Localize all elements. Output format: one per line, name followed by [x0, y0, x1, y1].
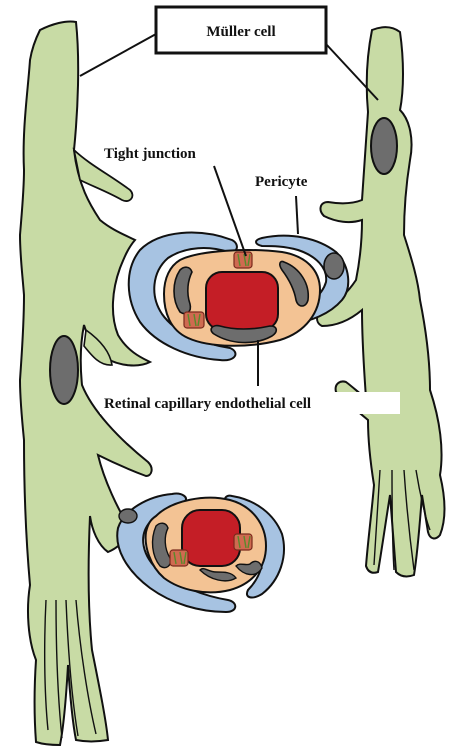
muller-cell-left-nucleus — [50, 336, 78, 404]
pericyte-leader — [296, 196, 298, 234]
tight-junction-label: Tight junction — [104, 146, 196, 162]
muller-cell-label: Müller cell — [206, 24, 275, 40]
capillary-lumen-lower — [182, 510, 240, 566]
pericyte-label: Pericyte — [255, 174, 308, 190]
capillary-upper — [129, 233, 349, 361]
tight-junction-lower-2 — [170, 550, 188, 566]
capillary-lumen-upper — [206, 272, 278, 330]
muller-leader-left — [80, 34, 156, 76]
muller-cell-right-nucleus — [371, 118, 397, 174]
pericyte-lower-nucleus — [119, 509, 137, 523]
tight-junction-upper-2 — [184, 312, 204, 328]
pericyte-upper-nucleus — [324, 253, 344, 279]
tight-junction-upper-1 — [234, 252, 252, 268]
muller-cell-left — [20, 21, 152, 745]
muller-cell-left-body — [20, 21, 152, 745]
tight-junction-lower-1 — [234, 534, 252, 550]
endothelial-cell-label: Retinal capillary endothelial cell — [104, 396, 311, 412]
capillary-lower — [117, 494, 284, 612]
